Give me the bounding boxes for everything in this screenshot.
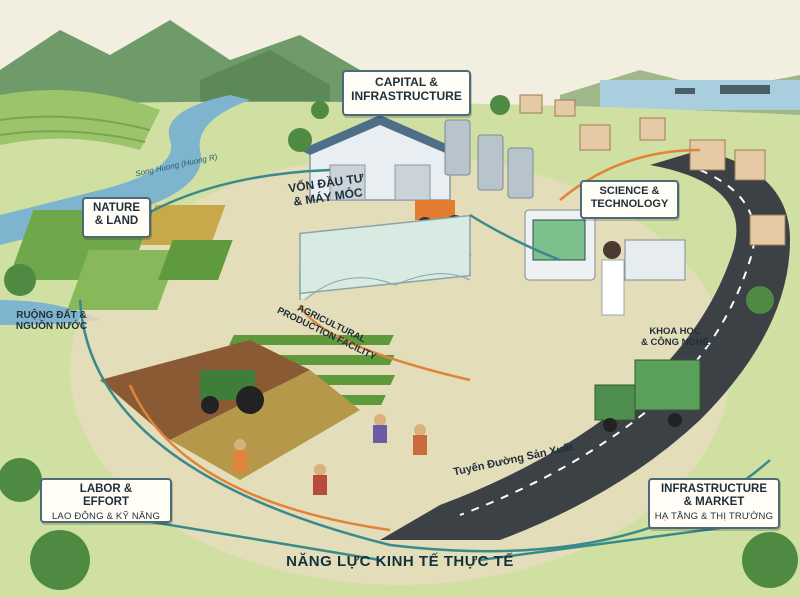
farmers	[233, 414, 427, 495]
lab	[524, 209, 686, 316]
rice-terraces	[0, 90, 160, 150]
nature-vi-label: RUỘNG ĐẤT & NGUỒN NƯỚC	[15, 310, 88, 332]
greenhouse	[299, 214, 472, 301]
science-vi-label: KHOA HỌC & CÔNG NGHỆ	[640, 326, 710, 348]
labor-title: LABOR & EFFORT	[79, 483, 133, 509]
green-tractor	[200, 370, 264, 414]
trees	[0, 95, 798, 590]
town	[519, 94, 786, 246]
infrastructure-market-label: INFRASTRUCTURE & MARKET HẠ TẦNG & THỊ TR…	[648, 478, 780, 529]
warehouse	[300, 115, 460, 201]
sea	[600, 80, 800, 110]
caption: NĂNG LỰC KINH TẾ THỰC TẾ	[286, 553, 514, 570]
labor-vi: LAO ĐỘNG & KỸ NĂNG	[51, 511, 161, 523]
delivery-truck	[594, 359, 701, 432]
ships	[675, 85, 770, 94]
science-technology-label: SCIENCE & TECHNOLOGY	[580, 180, 679, 219]
labor-effort-label: LABOR & EFFORT LAO ĐỘNG & KỸ NĂNG	[40, 478, 172, 523]
nature-land-label: NATURE & LAND	[82, 197, 151, 238]
infra-vi: HẠ TẦNG & THỊ TRƯỜNG	[654, 511, 774, 523]
river-lower	[0, 300, 100, 325]
crop-plots	[8, 205, 233, 310]
silos	[444, 119, 534, 199]
infra-title: INFRASTRUCTURE & MARKET	[660, 483, 768, 509]
river	[0, 95, 250, 245]
capital-infrastructure-label: CAPITAL & INFRASTRUCTURE	[342, 70, 471, 116]
